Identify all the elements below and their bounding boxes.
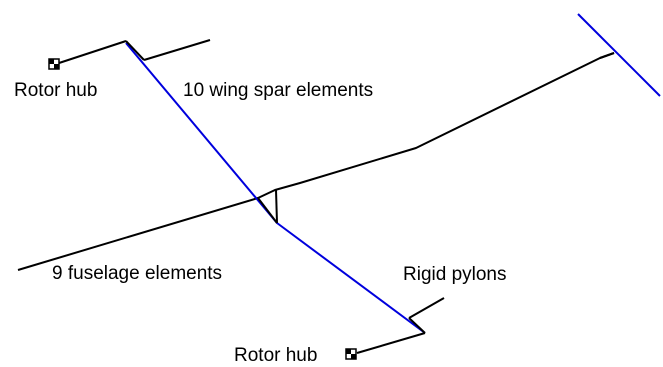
wing-spar-tip-segment — [577, 13, 661, 97]
rigid-pylons-label: Rigid pylons — [403, 264, 507, 285]
rotor-hub-bottom-label: Rotor hub — [234, 345, 318, 366]
checkered-square-icon — [345, 348, 357, 360]
center-strut-diagonal — [257, 197, 278, 224]
fuselage-elements-label: 9 fuselage elements — [52, 263, 223, 284]
bottom-pylon-short — [408, 317, 426, 334]
rotor-hub-top-label: Rotor hub — [14, 80, 98, 101]
top-pylon-short — [125, 40, 145, 61]
top-rotor-arm — [55, 40, 127, 65]
bottom-rotor-arm — [356, 332, 426, 354]
wing-spar-elements-label: 10 wing spar elements — [183, 80, 374, 101]
top-pylon-long — [143, 39, 211, 61]
bottom-pylon-long — [408, 297, 445, 319]
center-strut-vertical — [275, 189, 278, 224]
wing-tip-connector — [599, 52, 615, 59]
checkered-square-icon — [48, 58, 60, 70]
